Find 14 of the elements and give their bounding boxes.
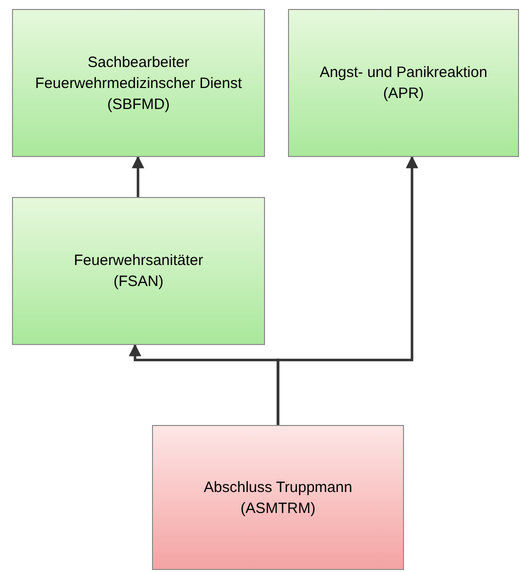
box-label: (FSAN) <box>114 272 164 292</box>
box-label: Abschluss Truppmann <box>204 478 352 498</box>
process-box <box>12 197 265 345</box>
arrow <box>276 156 418 425</box>
process-box <box>152 425 404 570</box>
box-label: Angst- und Panikreaktion <box>320 63 488 83</box>
box-label: Feuerwehrsanitäter <box>74 251 204 271</box>
process-box <box>288 9 519 157</box>
box-label: (APR) <box>383 84 424 104</box>
process-box <box>12 9 265 157</box>
box-label: Sachbearbeiter Feuerwehrmedizinscher Dienst <box>34 52 243 94</box>
box-label: (ASMTRM) <box>240 498 316 518</box>
box-label: (SBFMD) <box>107 94 170 114</box>
arrow <box>132 156 144 197</box>
